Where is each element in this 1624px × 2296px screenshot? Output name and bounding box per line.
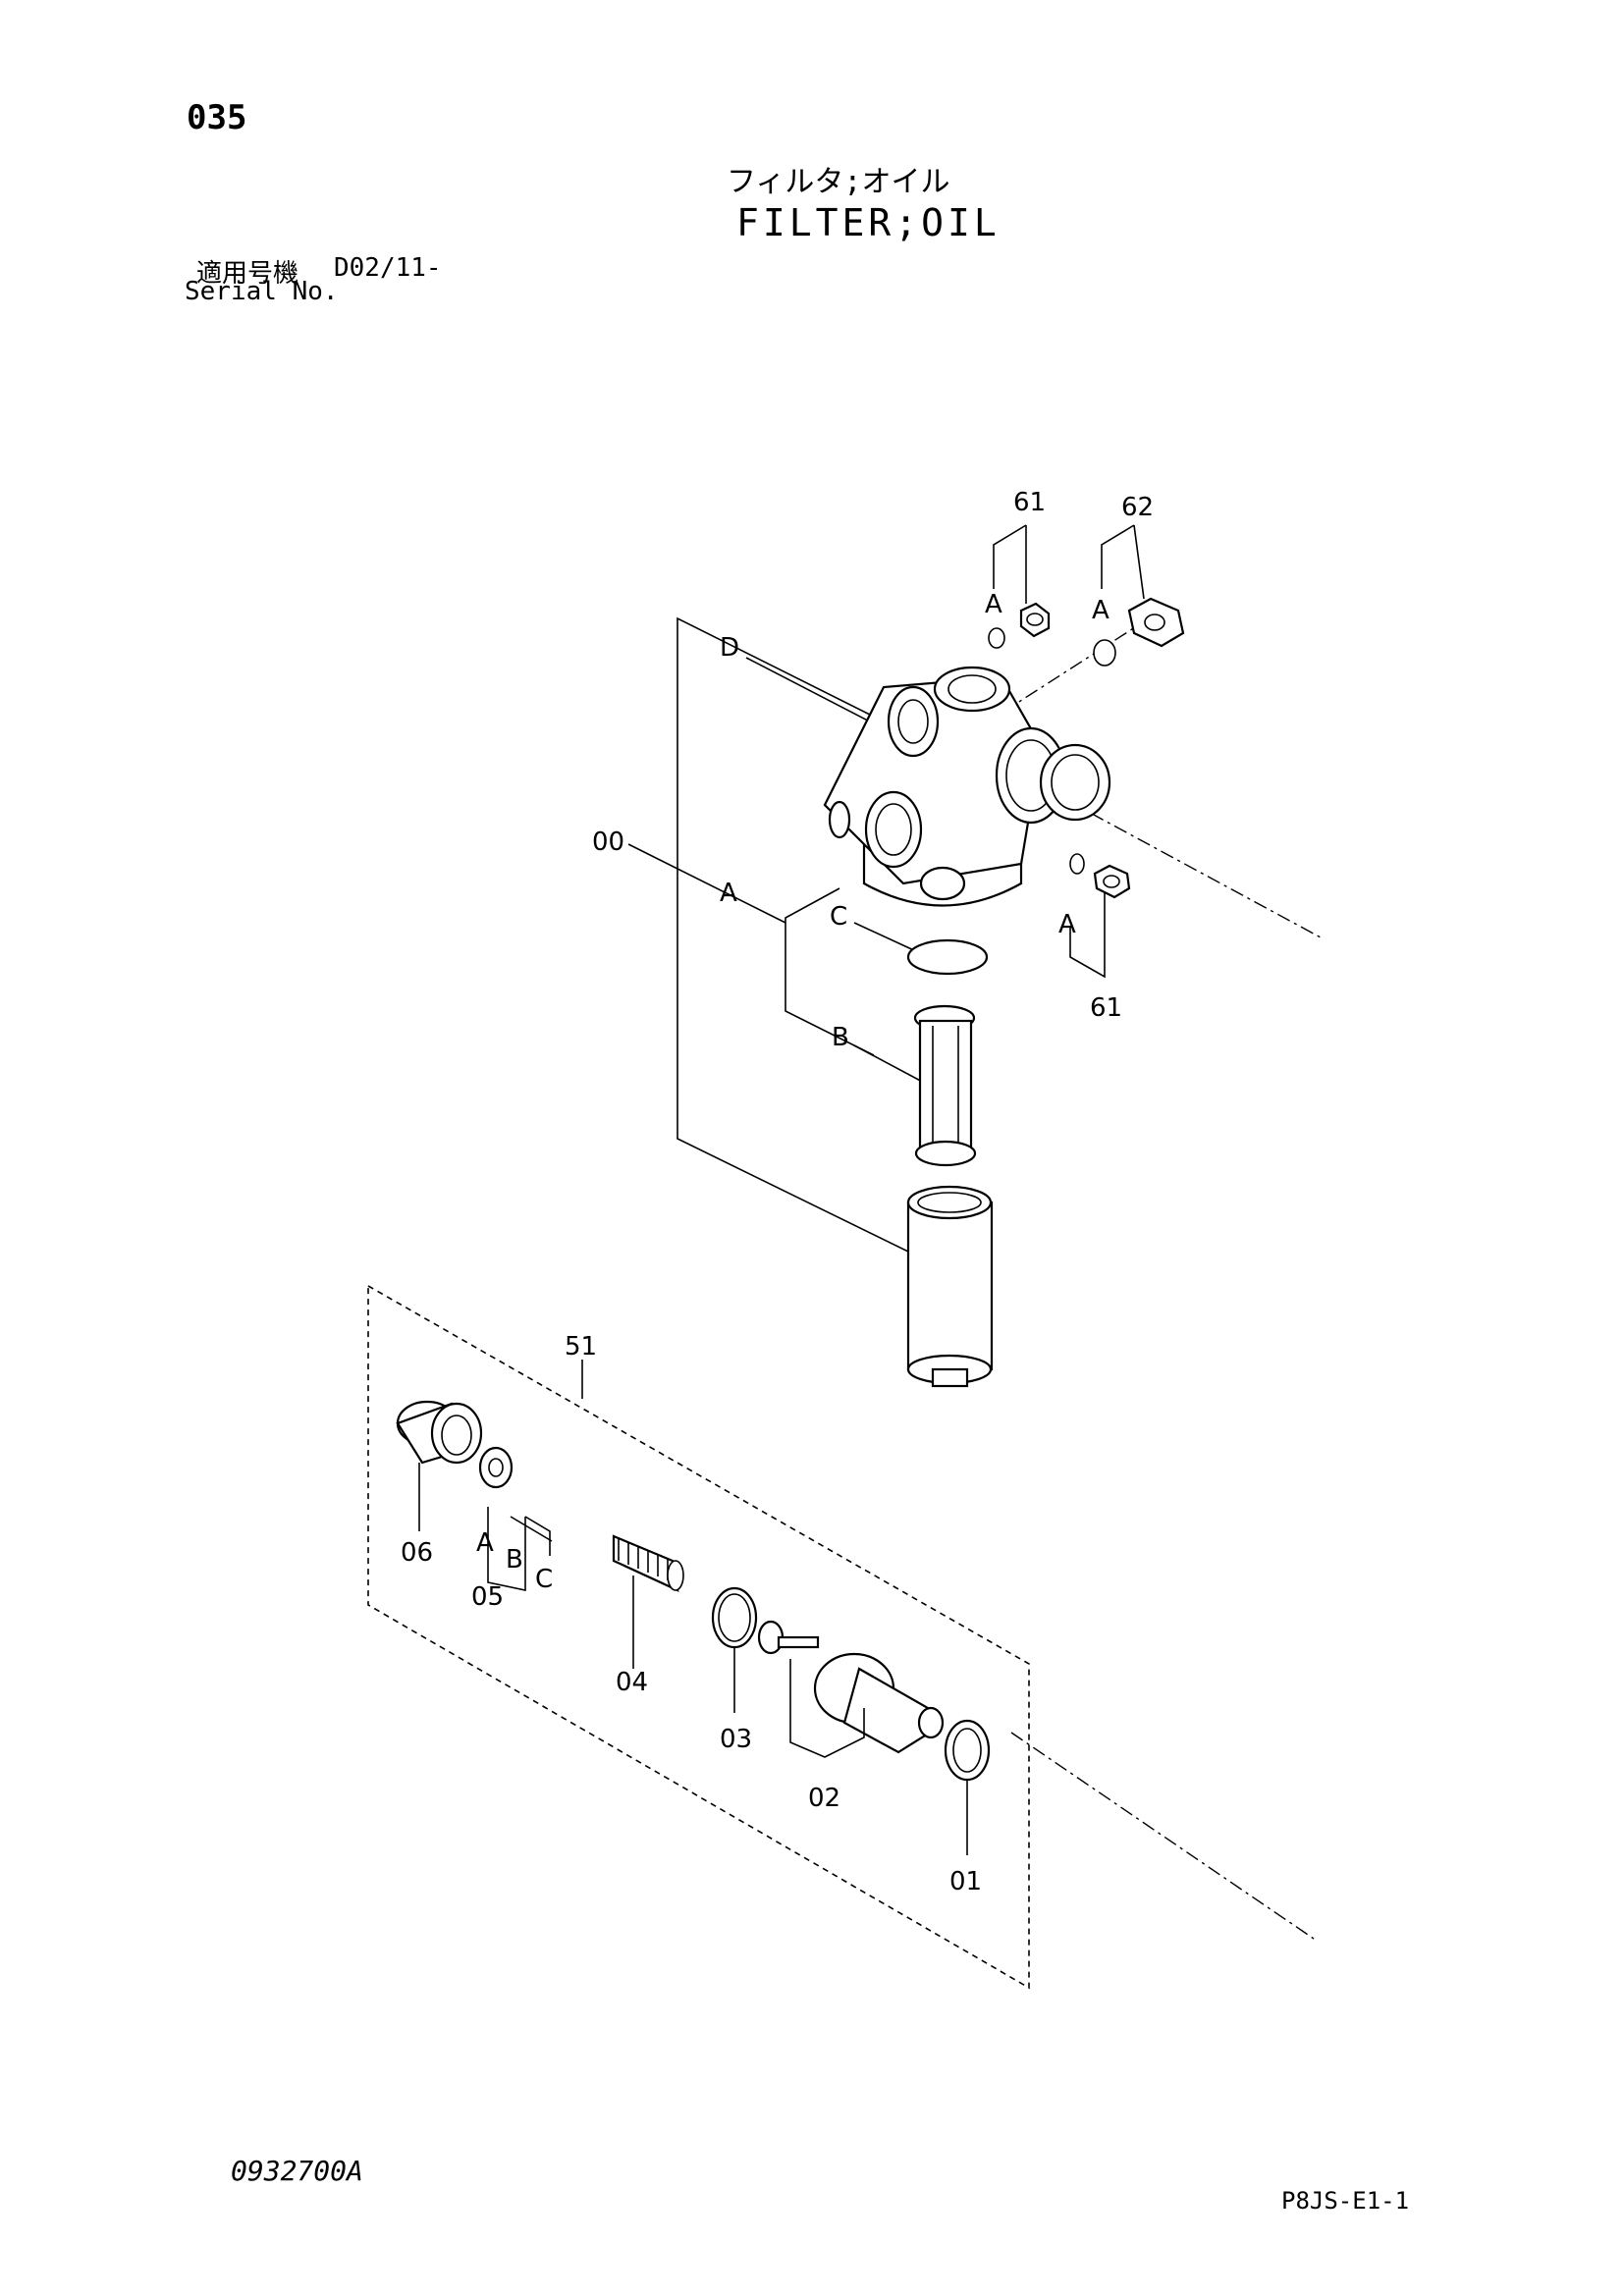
- callout-61-top: 61: [1013, 488, 1046, 517]
- callout-06: 06: [401, 1538, 433, 1568]
- leader-b-mid: [853, 1044, 929, 1086]
- axis-line-bottom: [1010, 1732, 1315, 1940]
- cap-06: [396, 1400, 483, 1465]
- title-english: FILTER;OIL: [736, 201, 1001, 244]
- callout-a-top2: A: [1092, 596, 1110, 625]
- callout-a-mid: A: [720, 879, 737, 908]
- axis-line-top: [1010, 617, 1150, 708]
- document-code: 0932700A: [231, 2155, 363, 2187]
- leader-62-part: [1133, 524, 1145, 600]
- valve-02: [757, 1620, 945, 1754]
- serial-value: D02/11-: [334, 253, 442, 283]
- callout-03: 03: [720, 1725, 752, 1754]
- o-ring-03-inner: [718, 1593, 751, 1642]
- plug-62: [1127, 597, 1185, 648]
- bracket-d-line: [677, 616, 909, 1253]
- callout-a-low: A: [476, 1528, 494, 1558]
- callout-05: 05: [471, 1582, 504, 1612]
- serial-label-japanese: 適用号機: [196, 259, 299, 289]
- callout-b-mid: B: [832, 1023, 849, 1052]
- leader-b-low: [510, 1516, 553, 1542]
- filter-element: [913, 1004, 977, 1167]
- callout-00: 00: [592, 828, 624, 857]
- o-ring-61-right: [1069, 853, 1085, 875]
- plug-61-top: [1019, 602, 1051, 638]
- callout-01: 01: [949, 1867, 982, 1896]
- o-ring-01-inner: [952, 1728, 982, 1773]
- callout-62: 62: [1121, 493, 1154, 522]
- callout-c-low: C: [535, 1565, 553, 1594]
- serial-label-english: Serial No.: [185, 277, 339, 306]
- bracket-02: [789, 1659, 865, 1758]
- callout-c-mid: C: [830, 902, 847, 932]
- leader-c-mid: [853, 922, 919, 953]
- o-ring-62: [1093, 639, 1116, 667]
- bracket-61-right: [1069, 893, 1106, 979]
- bracket-abc-low: [487, 1507, 526, 1591]
- leader-c-low: [524, 1516, 551, 1556]
- filter-bowl: [906, 1185, 994, 1388]
- o-ring-61-top: [988, 627, 1005, 649]
- callout-a-top1: A: [985, 590, 1002, 619]
- plug-61-right: [1093, 864, 1131, 899]
- callout-a-right: A: [1058, 910, 1076, 939]
- washer-05-hole: [488, 1458, 504, 1477]
- callout-51: 51: [565, 1332, 597, 1362]
- page-code: P8JS-E1-1: [1281, 2187, 1410, 2215]
- callout-b-low: B: [506, 1545, 523, 1575]
- gasket-c: [906, 938, 989, 976]
- page-number: 035: [187, 98, 247, 137]
- spring-04: [612, 1534, 684, 1592]
- callout-d: D: [720, 633, 739, 663]
- callout-61-right: 61: [1090, 993, 1122, 1023]
- subassembly-51-box: [367, 1284, 1030, 1990]
- callout-04: 04: [616, 1668, 648, 1697]
- bracket-abc-mid: [785, 887, 875, 1056]
- bracket-62: [1101, 524, 1135, 589]
- leader-d: [745, 657, 890, 732]
- filter-head-housing: [823, 666, 1111, 907]
- callout-02: 02: [808, 1784, 840, 1813]
- bracket-61-top: [993, 524, 1027, 589]
- leader-00: [627, 843, 786, 924]
- title-japanese: フィルタ;オイル: [727, 165, 950, 199]
